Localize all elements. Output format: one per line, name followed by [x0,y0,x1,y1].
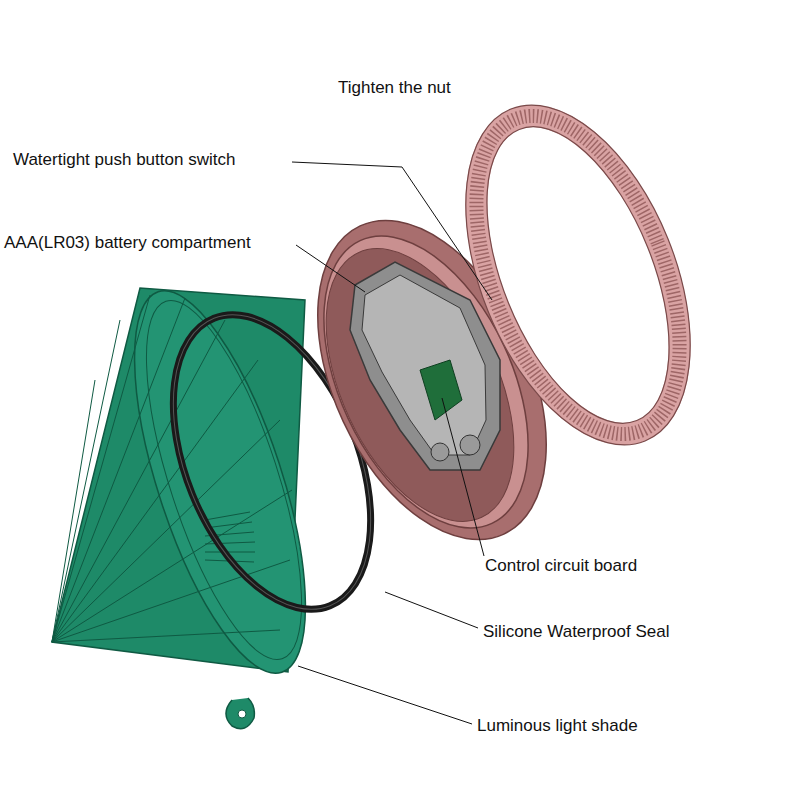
part-label: Silicone Waterproof Seal [483,622,669,642]
part-label: Control circuit board [485,556,637,576]
part-label: Luminous light shade [477,716,638,736]
tighten-nut [421,73,735,478]
part-label: AAA(LR03) battery compartment [4,233,251,253]
part-label: Tighten the nut [338,78,451,98]
part-label: Watertight push button switch [13,150,235,170]
leader-lines [292,162,492,724]
